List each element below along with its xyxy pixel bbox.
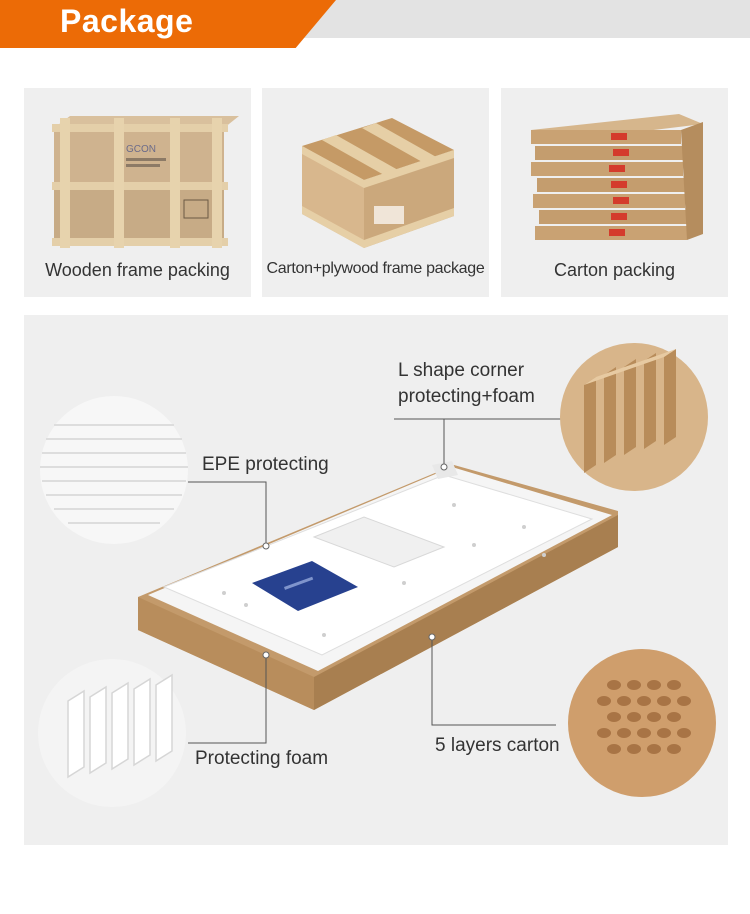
packing-card-carton: Carton packing xyxy=(501,88,728,297)
packing-label-wooden: Wooden frame packing xyxy=(45,260,230,280)
callout-l-shape-line1: L shape corner xyxy=(398,360,525,381)
packing-label-plywood: Carton+plywood frame package xyxy=(266,260,485,277)
wooden-crate-icon: GCON xyxy=(52,116,239,248)
callout-foam: Protecting foam xyxy=(195,748,329,769)
header-orange-tab xyxy=(0,0,336,48)
callout-l-shape: L shape corner protecting+foam xyxy=(398,358,535,410)
callout-epe: EPE protecting xyxy=(202,454,329,475)
epe-foam-roll-icon xyxy=(40,396,188,544)
leader-lines xyxy=(188,418,564,744)
honeycomb-carton-icon xyxy=(568,649,716,797)
crate-brand-text: GCON xyxy=(126,144,156,155)
packing-card-plywood: Carton+plywood frame package xyxy=(262,88,489,297)
packing-card-wooden: GCON Wooden frame packing xyxy=(24,88,251,297)
plywood-box-icon xyxy=(302,118,454,248)
page-title: Package xyxy=(60,3,194,39)
l-shape-corner-icon xyxy=(560,343,708,491)
carton-stack-icon xyxy=(531,114,703,240)
packing-label-carton: Carton packing xyxy=(553,260,676,280)
product-panel xyxy=(162,474,594,656)
header-banner: Package xyxy=(0,0,750,48)
callout-l-shape-line2: protecting+foam xyxy=(398,386,535,407)
package-detail-panel xyxy=(24,315,728,845)
protecting-foam-icon xyxy=(38,659,186,807)
manual-booklet xyxy=(252,561,358,611)
callout-carton: 5 layers carton xyxy=(435,735,560,756)
header-grey-strip xyxy=(300,0,750,38)
package-illustration xyxy=(38,343,716,807)
